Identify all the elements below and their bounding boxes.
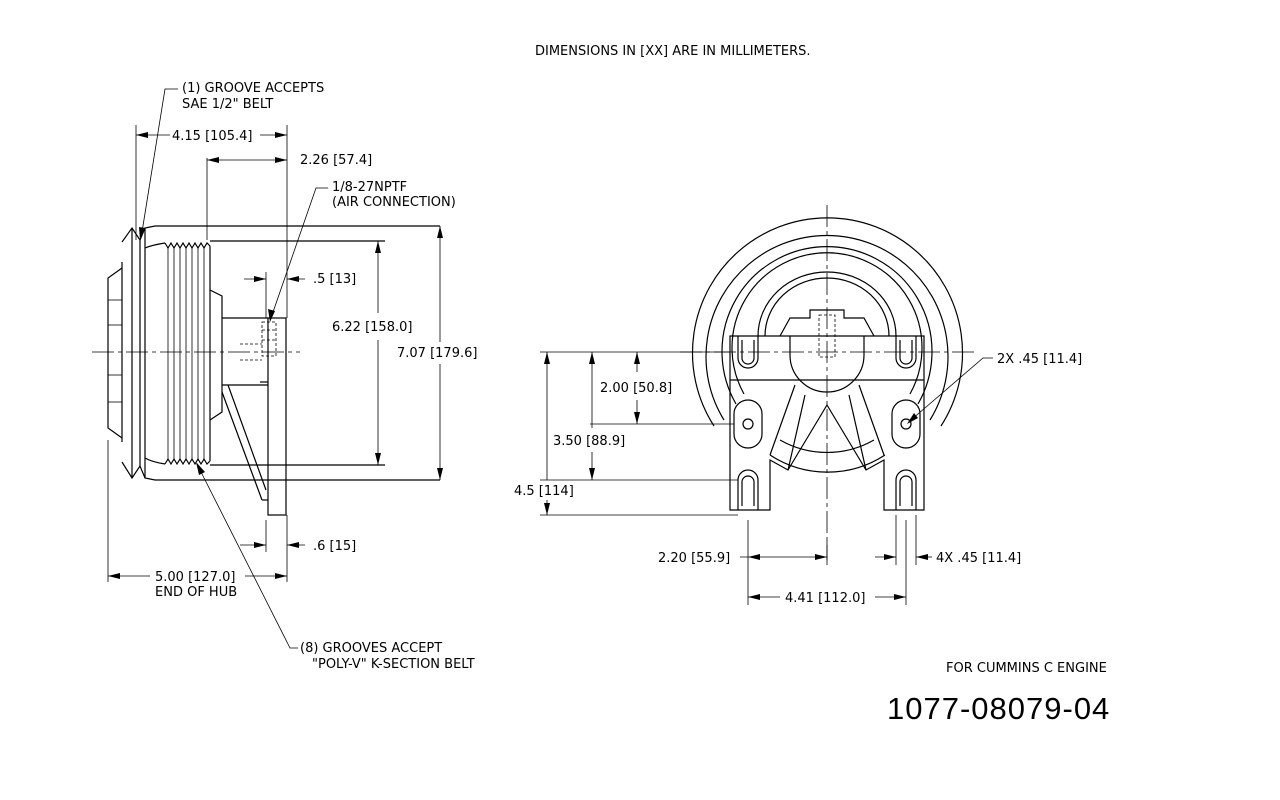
groove-note-line1: (1) GROOVE ACCEPTS bbox=[182, 81, 324, 96]
dim-port-offset: .5 [13] bbox=[313, 272, 356, 287]
polyv-note-line1: (8) GROOVES ACCEPT bbox=[300, 641, 442, 656]
dim-4-5: 4.5 [114] bbox=[514, 484, 574, 499]
front-view: 2.00 [50.8] 3.50 [88.9] 4.5 [114] 2.20 [… bbox=[514, 205, 1082, 606]
polyv-note-line2: "POLY-V" K-SECTION BELT bbox=[312, 657, 475, 672]
dim-2x-hole: 2X .45 [11.4] bbox=[997, 352, 1082, 367]
air-connection-note-line2: (AIR CONNECTION) bbox=[332, 195, 456, 210]
dim-pulley-diameter: 6.22 [158.0] bbox=[332, 320, 412, 335]
dim-3-50: 3.50 [88.9] bbox=[553, 434, 625, 449]
dim-outer-diameter: 7.07 [179.6] bbox=[397, 346, 477, 361]
dim-hub-length: 2.26 [57.4] bbox=[300, 153, 372, 168]
polyv-grooves bbox=[164, 241, 211, 466]
dim-2-00: 2.00 [50.8] bbox=[600, 381, 672, 396]
air-connection-note-line1: 1/8-27NPTF bbox=[332, 180, 407, 195]
end-of-hub-label: END OF HUB bbox=[155, 585, 237, 600]
dim-overall-length: 4.15 [105.4] bbox=[172, 129, 252, 144]
dim-end-of-hub: 5.00 [127.0] bbox=[155, 570, 235, 585]
dim-4-41: 4.41 [112.0] bbox=[785, 591, 865, 606]
groove-note-line2: SAE 1/2" BELT bbox=[182, 97, 273, 112]
side-view: 4.15 [105.4] 2.26 [57.4] .5 [13] .6 [15]… bbox=[92, 81, 477, 672]
dim-4x-slot: 4X .45 [11.4] bbox=[936, 551, 1021, 566]
dim-flange-thickness: .6 [15] bbox=[313, 539, 356, 554]
dimensions-note: DIMENSIONS IN [XX] ARE IN MILLIMETERS. bbox=[535, 44, 811, 59]
dim-2-20: 2.20 [55.9] bbox=[658, 551, 730, 566]
engine-note: FOR CUMMINS C ENGINE bbox=[946, 661, 1107, 676]
part-number: 1077-08079-04 bbox=[887, 691, 1110, 726]
